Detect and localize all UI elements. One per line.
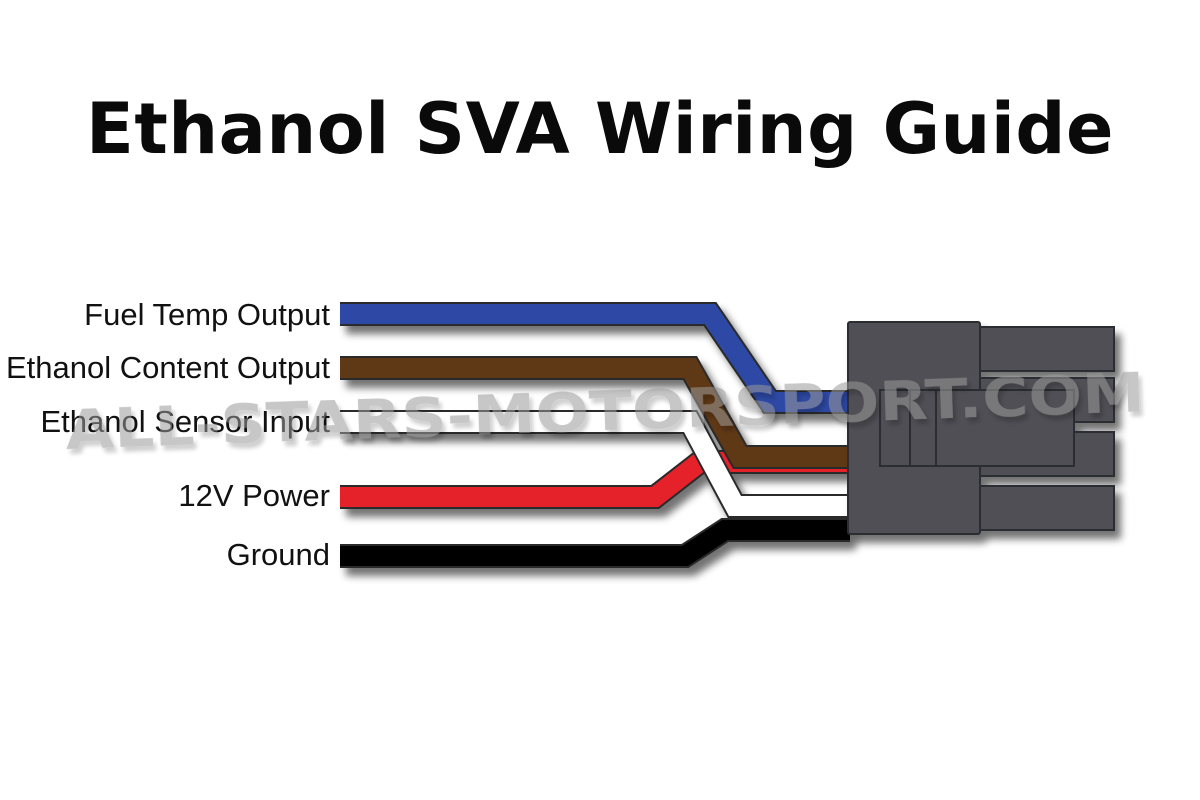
wire-label-fuel-temp-output: Fuel Temp Output (84, 297, 330, 332)
diagram-title: Ethanol SVA Wiring Guide (86, 88, 1114, 170)
wire-label-12v-power: 12V Power (178, 478, 330, 513)
ethanol-sensor-input-wire (340, 412, 850, 516)
connector-pin-4 (979, 485, 1115, 531)
connector-pin-1 (979, 326, 1115, 372)
wires-group (340, 302, 850, 568)
fuel-temp-output-wire (340, 304, 850, 412)
ground-wire (340, 520, 850, 566)
wire-label-ethanol-sensor-input: Ethanol Sensor Input (40, 404, 330, 439)
wire-label-ethanol-content-output: Ethanol Content Output (6, 350, 330, 385)
wire-label-ground: Ground (227, 537, 330, 572)
sensor-connector (847, 321, 1115, 535)
ethanol-content-output-wire (340, 358, 850, 467)
connector-latch-tab (909, 389, 937, 467)
